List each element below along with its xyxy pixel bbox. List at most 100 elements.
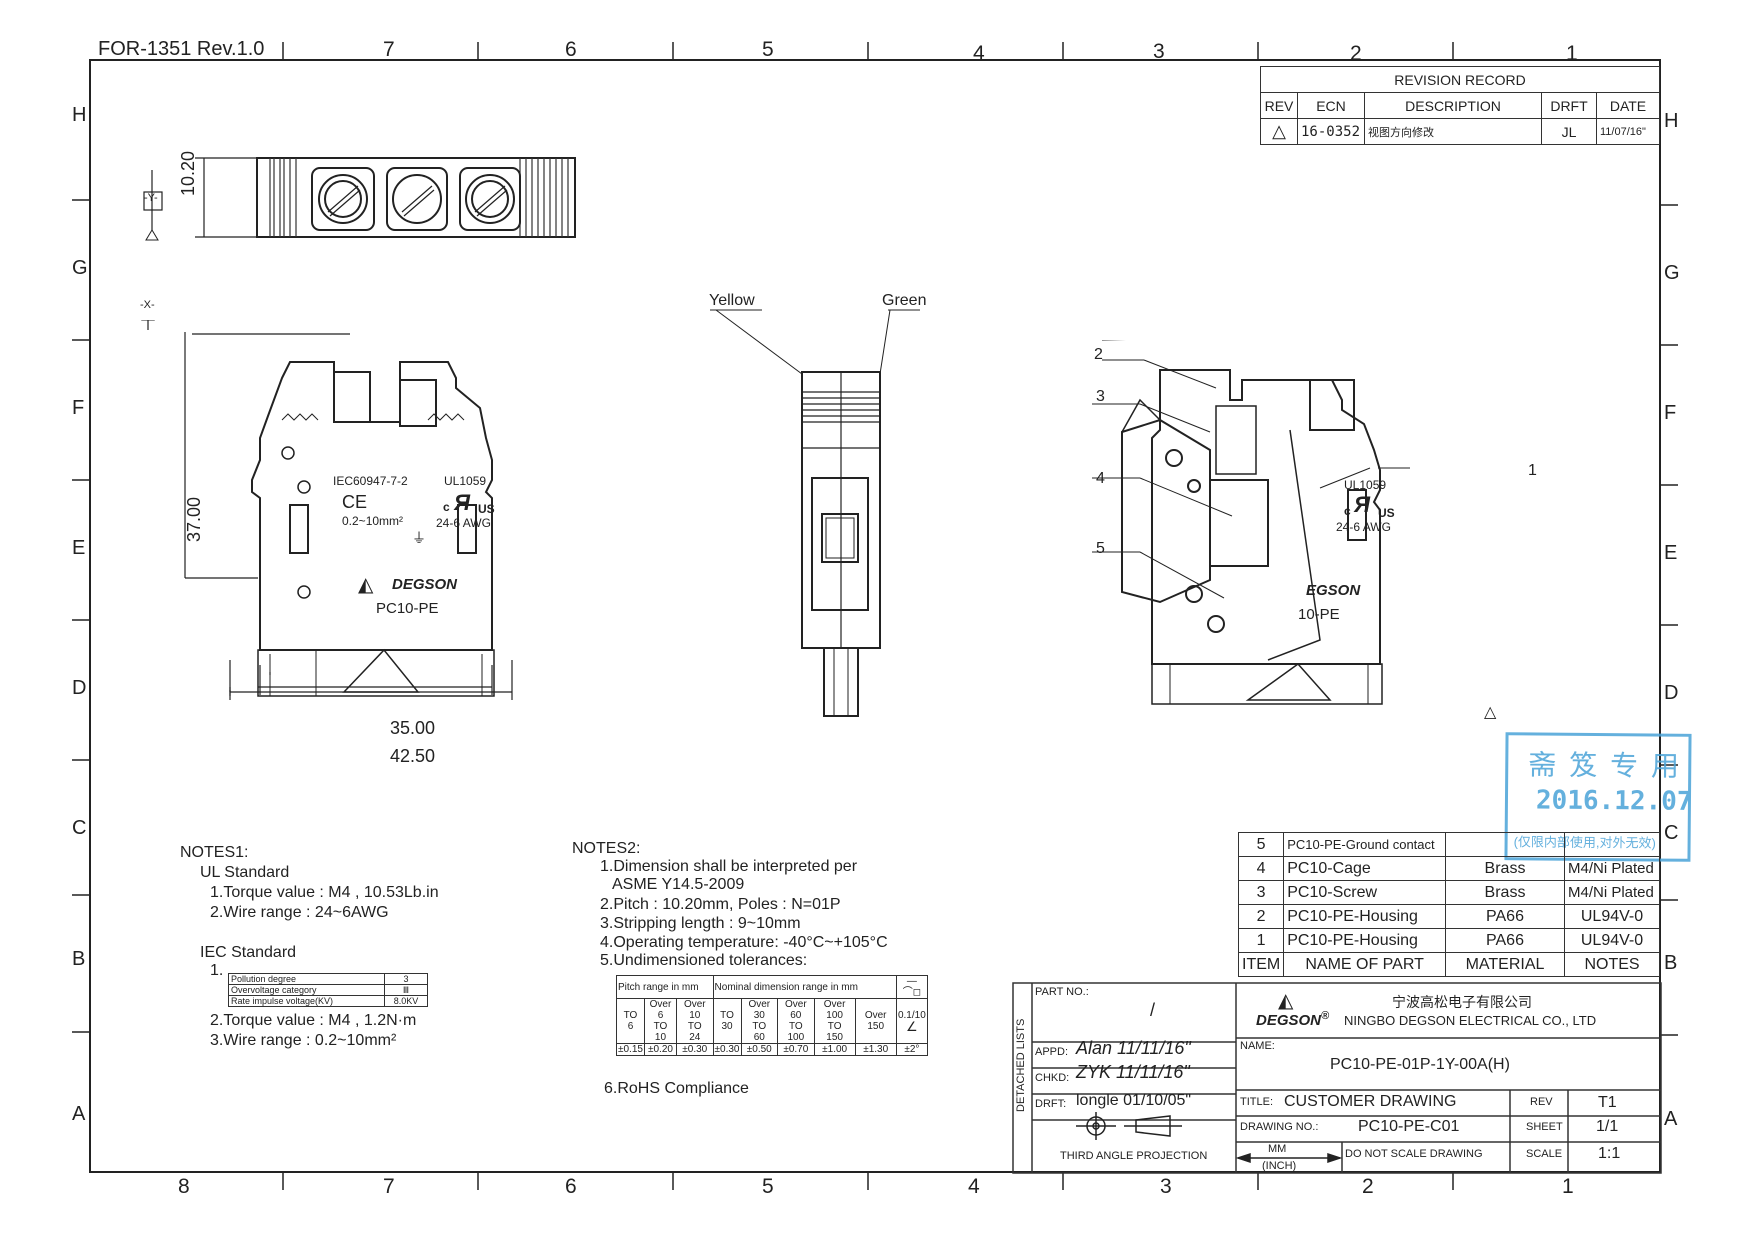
- title-label: TITLE:: [1240, 1096, 1274, 1108]
- nominal-col: Over 150: [854, 998, 897, 1044]
- dimension-35-00: 35.00: [390, 718, 436, 738]
- row-label: C: [1664, 822, 1679, 844]
- bom-name: PC10-PE-Ground contact: [1283, 832, 1446, 857]
- wire-range-awg: 24-6 AWG: [436, 516, 491, 530]
- col-label: 7: [383, 1175, 395, 1198]
- wire-range-mm: 0.2~10mm²: [342, 514, 404, 528]
- part-no-value: /: [1150, 1000, 1156, 1020]
- row-label: H: [72, 104, 87, 126]
- side-view: [710, 309, 920, 717]
- col-label: 6: [565, 38, 577, 61]
- drawing-title: CUSTOMER DRAWING: [1284, 1093, 1457, 1110]
- section-ul-logo-icon: Я: [1354, 492, 1371, 517]
- company-name-en: NINGBO DEGSON ELECTRICAL CO., LTD: [1344, 1013, 1597, 1028]
- drawing-no-value: PC10-PE-C01: [1358, 1118, 1460, 1135]
- col-label: 7: [383, 38, 395, 61]
- row-label: A: [1664, 1108, 1678, 1130]
- notes1-ul-standard: UL Standard: [200, 864, 290, 881]
- notes2-item4: 4.Operating temperature: -40°C~+105°C: [600, 934, 888, 951]
- drawing-no-label: DRAWING NO.:: [1240, 1121, 1319, 1133]
- callout-3: 3: [1096, 388, 1105, 405]
- bom-item: 5: [1237, 832, 1285, 857]
- tol-value: ±2°: [895, 1043, 929, 1056]
- date-value: 11/07/16": [1596, 118, 1660, 145]
- callout-5: 5: [1096, 540, 1105, 557]
- col-label: 1: [1562, 1175, 1574, 1198]
- bom-notes: UL94V-0: [1564, 928, 1660, 953]
- appd-label: APPD:: [1035, 1046, 1069, 1058]
- dimension-10-20: 10.20: [178, 150, 198, 196]
- notes1-iec-torque: 2.Torque value : M4 , 1.2N·m: [210, 1012, 417, 1029]
- datum-x-label: -X-: [140, 299, 155, 311]
- dimension-37-00: 37.00: [184, 496, 204, 542]
- company-name-cn: 宁波高松电子有限公司: [1392, 994, 1532, 1010]
- notes2-item5: 5.Undimensioned tolerances:: [600, 952, 808, 969]
- bom-name: PC10-PE-Housing: [1283, 904, 1446, 929]
- iec-value: 8.0KV: [383, 995, 429, 1007]
- sheet-label: SHEET: [1526, 1121, 1563, 1133]
- notes2-item1a: 1.Dimension shall be interpreted per: [600, 858, 858, 875]
- row-label: A: [72, 1103, 86, 1125]
- do-not-scale-label: DO NOT SCALE DRAWING: [1345, 1148, 1483, 1160]
- bom-name: PC10-PE-Housing: [1283, 928, 1446, 953]
- bom-item: 3: [1237, 880, 1285, 905]
- drft-value: JL: [1541, 118, 1597, 145]
- appd-signature: Alan 11/11/16": [1076, 1038, 1191, 1058]
- rev-value: △: [1260, 118, 1298, 145]
- ecn-value: 16-0352: [1297, 118, 1365, 145]
- bom-item: 2: [1237, 904, 1285, 929]
- pitch-range-header: Pitch range in mm: [616, 975, 714, 999]
- chkd-signature: ZYK 11/11/16": [1076, 1062, 1190, 1082]
- tol-value: ±0.70: [777, 1043, 815, 1056]
- row-label: F: [72, 397, 85, 419]
- col-label: 2: [1350, 42, 1362, 65]
- ul-ru-logo-icon: Я: [454, 490, 471, 515]
- section-awg: 24-6 AWG: [1336, 520, 1391, 534]
- bom-material: PA66: [1445, 928, 1565, 953]
- front-brand: DEGSON: [392, 576, 458, 593]
- name-label: NAME:: [1240, 1040, 1275, 1052]
- bom-name: PC10-Cage: [1283, 856, 1446, 881]
- ce-mark: CE: [342, 492, 368, 512]
- notes1-iec-standard: IEC Standard: [200, 944, 297, 961]
- notes2-item2: 2.Pitch : 10.20mm, Poles : N=01P: [600, 896, 841, 913]
- title-block-frame: [1012, 982, 1662, 1174]
- revision-record-table: REVISION RECORD REV ECN DESCRIPTION DRFT…: [1260, 66, 1660, 145]
- col-label: 5: [762, 1175, 774, 1198]
- iec-value: Ⅲ: [383, 984, 429, 996]
- yellow-label: Yellow: [709, 292, 755, 309]
- row-label: E: [1664, 542, 1678, 564]
- bom-header-notes: NOTES: [1564, 952, 1660, 977]
- chkd-label: CHKD:: [1035, 1072, 1070, 1084]
- section-brand: EGSON: [1306, 582, 1361, 599]
- section-ul-c-mark: c: [1344, 504, 1351, 518]
- row-label: E: [72, 537, 86, 559]
- bom-material: [1445, 832, 1565, 857]
- bom-header-item: ITEM: [1237, 952, 1285, 977]
- row-label: G: [72, 257, 88, 279]
- tolerance-table: Pitch range in mm Nominal dimension rang…: [616, 975, 929, 1056]
- tol-value: ±1.30: [854, 1043, 897, 1056]
- unit-inch: (INCH): [1262, 1160, 1297, 1172]
- col-label: 4: [973, 42, 985, 65]
- iec-standard-mark: IEC60947-7-2: [333, 474, 408, 488]
- tol-value: ±0.50: [740, 1043, 779, 1056]
- rev-value: T1: [1598, 1094, 1617, 1111]
- datum-y-label: -Y-: [144, 192, 158, 204]
- scale-label: SCALE: [1526, 1148, 1563, 1160]
- tol-value: ±1.00: [813, 1043, 856, 1056]
- section-view: [1092, 340, 1410, 705]
- col-label: 2: [1362, 1175, 1374, 1198]
- callout-1: 1: [1528, 462, 1537, 479]
- col-label: 6: [565, 1175, 577, 1198]
- row-label: H: [1664, 110, 1679, 132]
- description-value: 视图方向修改: [1364, 118, 1542, 145]
- bom-item: 1: [1237, 928, 1285, 953]
- bom-name: PC10-Screw: [1283, 880, 1446, 905]
- rev-label: REV: [1530, 1096, 1553, 1108]
- bom-material: Brass: [1445, 880, 1565, 905]
